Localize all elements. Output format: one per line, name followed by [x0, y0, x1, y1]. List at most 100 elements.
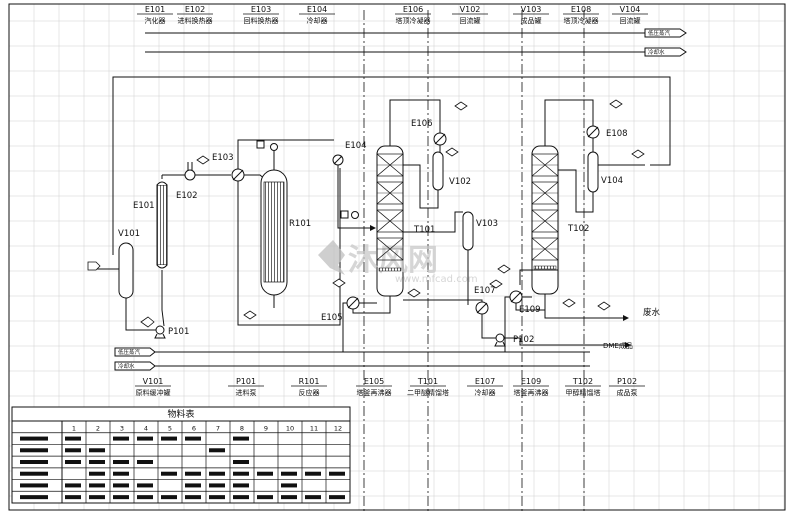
- table-column-header: 11: [310, 425, 318, 433]
- table-cell-mark: [65, 483, 81, 488]
- top-water-label: 冷却水: [648, 48, 665, 56]
- table-cell-mark: [113, 460, 129, 464]
- bottom-utility-lines: [114, 347, 590, 371]
- equipment-label: V103: [476, 219, 498, 229]
- header-name: 塔顶冷凝器: [564, 16, 599, 25]
- v104-drum: [587, 151, 599, 193]
- table-cell-mark: [281, 495, 297, 500]
- column-internals: [376, 153, 404, 272]
- header-name: 汽化器: [145, 16, 166, 25]
- watermark-logo: [318, 240, 345, 275]
- table-cell-mark: [113, 495, 129, 500]
- header-name: 成品罐: [521, 16, 542, 25]
- table-column-header: 3: [120, 425, 124, 433]
- equipment-label: E104: [345, 141, 367, 151]
- table-column-header: 8: [240, 425, 244, 433]
- top-equipment-headers: E101汽化器E102进料换热器E103回料换热器E104冷却器E106塔顶冷凝…: [137, 5, 648, 25]
- waste-water-label: 废水: [643, 307, 661, 318]
- table-column-header: 1: [72, 425, 76, 433]
- equipment-label: E103: [212, 153, 234, 163]
- header-id: E102: [185, 5, 205, 14]
- table-cell-mark: [20, 483, 48, 488]
- table-cell-mark: [161, 495, 177, 500]
- header-id: V102: [460, 5, 481, 14]
- equipment-label: V102: [449, 177, 471, 187]
- bottom-water-label: 冷却水: [118, 362, 135, 370]
- table-cell-mark: [233, 460, 249, 464]
- header-name: 成品泵: [617, 388, 638, 397]
- table-cell-mark: [185, 495, 201, 500]
- table-cell-mark: [65, 495, 81, 500]
- table-cell-mark: [233, 436, 249, 441]
- table-cell-mark: [113, 471, 129, 476]
- top-return-line: [112, 76, 671, 255]
- v101-vessel: [118, 242, 134, 299]
- table-cell-mark: [20, 436, 48, 441]
- equipment-label: V101: [118, 229, 140, 239]
- table-cell-mark: [329, 471, 345, 476]
- table-cell-mark: [113, 436, 129, 441]
- table-cell-mark: [257, 471, 273, 476]
- product-label: DME成品: [603, 341, 633, 350]
- table-cell-mark: [257, 495, 273, 500]
- top-steam-label: 低压蒸汽: [648, 29, 671, 37]
- header-name: 甲醇精馏塔: [566, 388, 601, 397]
- equipment-label: E102: [176, 191, 198, 201]
- table-cell-mark: [65, 460, 81, 464]
- equipment-label: V104: [601, 176, 623, 186]
- header-id: E103: [251, 5, 271, 14]
- table-cell-mark: [89, 495, 105, 500]
- header-name: 回流罐: [460, 16, 481, 25]
- watermark: 沐风网 www.mfcad.com: [318, 240, 478, 285]
- table-cell-mark: [329, 495, 345, 500]
- equipment-label: E107: [474, 286, 496, 296]
- header-name: 塔釜再沸器: [357, 388, 392, 397]
- v103-drum: [462, 211, 474, 251]
- equipment-label: T102: [567, 224, 589, 234]
- table-cell-mark: [233, 495, 249, 500]
- header-name: 塔釜再沸器: [514, 388, 549, 397]
- e102-exchanger: [184, 169, 196, 181]
- header-name: 进料泵: [236, 388, 257, 397]
- table-cell-mark: [89, 460, 105, 464]
- watermark-url: www.mfcad.com: [395, 274, 478, 285]
- table-cell-mark: [89, 448, 105, 453]
- header-id: E109: [521, 377, 541, 386]
- equipment-label: P101: [168, 327, 189, 337]
- p102-pump: [495, 333, 505, 343]
- p101-pump: [155, 325, 165, 335]
- header-name: 反应器: [299, 388, 320, 397]
- header-name: 进料换热器: [178, 16, 213, 25]
- table-column-header: 7: [216, 425, 220, 433]
- table-cell-mark: [161, 471, 177, 476]
- table-cell-mark: [233, 483, 249, 488]
- table-cell-mark: [113, 483, 129, 488]
- equipment-label: E108: [606, 129, 628, 139]
- header-name: 回流罐: [620, 16, 641, 25]
- e101-evaporator: [156, 184, 168, 266]
- drawing-border: [8, 3, 786, 511]
- equipment-label: P102: [513, 335, 534, 345]
- header-id: E106: [403, 5, 423, 14]
- table-cell-mark: [185, 436, 201, 441]
- feed-indicator: [87, 261, 101, 271]
- header-id: E104: [307, 5, 327, 14]
- header-id: R101: [299, 377, 320, 386]
- header-name: 冷却器: [475, 388, 496, 397]
- header-id: V104: [620, 5, 641, 14]
- table-cell-mark: [185, 483, 201, 488]
- table-cell-mark: [89, 483, 105, 488]
- table-cell-mark: [65, 448, 81, 453]
- equipment-label: E106: [411, 119, 433, 129]
- table-cell-mark: [137, 495, 153, 500]
- header-id: E105: [364, 377, 384, 386]
- header-id: V101: [143, 377, 164, 386]
- table-cell-mark: [305, 471, 321, 476]
- table-cell-mark: [20, 460, 48, 464]
- table-cell-mark: [233, 471, 249, 476]
- equipment-label: E109: [519, 305, 541, 315]
- table-cell-mark: [185, 471, 201, 476]
- table-column-header: 9: [264, 425, 268, 433]
